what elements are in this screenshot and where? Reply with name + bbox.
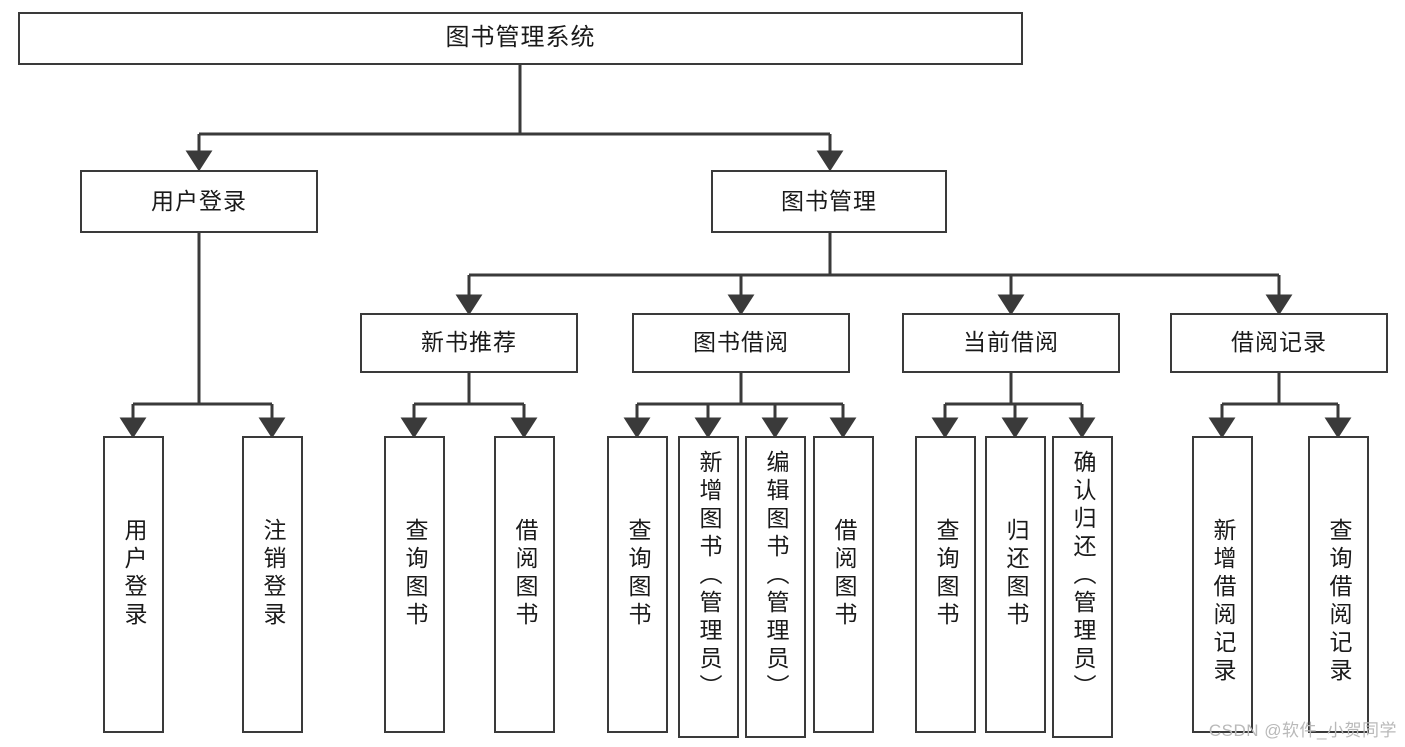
leaf-new-book-borrow-book[interactable]: 借阅图书 (494, 436, 555, 733)
node-label: 借阅记录 (1231, 329, 1327, 356)
leaf-current-borrow-confirm-return-admin[interactable]: 确认归还（管理员） (1052, 436, 1113, 738)
node-label: 借阅图书 (831, 518, 857, 630)
node-label: 用户登录 (151, 187, 247, 214)
node-user-login[interactable]: 用户登录 (80, 170, 318, 233)
node-label: 查询图书 (625, 518, 651, 630)
leaf-book-borrow-add-book-admin[interactable]: 新增图书（管理员） (678, 436, 739, 738)
leaf-book-borrow-edit-book-admin[interactable]: 编辑图书（管理员） (745, 436, 806, 738)
node-label: 编辑图书（管理员） (763, 450, 789, 702)
node-label: 图书管理 (781, 187, 877, 214)
node-label: 新增图书（管理员） (696, 450, 722, 702)
node-label: 用户登录 (121, 518, 147, 630)
watermark: CSDN @软件_小贺同学 (1208, 721, 1397, 740)
node-label: 当前借阅 (963, 329, 1059, 356)
node-label: 新书推荐 (421, 329, 517, 356)
leaf-book-borrow-query-book[interactable]: 查询图书 (607, 436, 668, 733)
leaf-book-borrow-borrow-book[interactable]: 借阅图书 (813, 436, 874, 733)
node-book-borrow[interactable]: 图书借阅 (632, 313, 850, 373)
node-label: 归还图书 (1003, 518, 1029, 630)
node-label: 查询借阅记录 (1326, 518, 1352, 686)
node-book-management[interactable]: 图书管理 (711, 170, 947, 233)
node-label: 查询图书 (933, 518, 959, 630)
node-borrow-record[interactable]: 借阅记录 (1170, 313, 1388, 373)
node-label: 借阅图书 (512, 518, 538, 630)
leaf-borrow-record-query-record[interactable]: 查询借阅记录 (1308, 436, 1369, 733)
node-label: 图书借阅 (693, 329, 789, 356)
node-label: 图书管理系统 (445, 24, 596, 52)
leaf-user-login-logout[interactable]: 注销登录 (242, 436, 303, 733)
leaf-borrow-record-add-record[interactable]: 新增借阅记录 (1192, 436, 1253, 733)
leaf-current-borrow-query-book[interactable]: 查询图书 (915, 436, 976, 733)
node-label: 确认归还（管理员） (1070, 450, 1096, 702)
node-current-borrow[interactable]: 当前借阅 (902, 313, 1120, 373)
leaf-user-login-login[interactable]: 用户登录 (103, 436, 164, 733)
node-label: 查询图书 (402, 518, 428, 630)
leaf-new-book-query-book[interactable]: 查询图书 (384, 436, 445, 733)
node-root-system[interactable]: 图书管理系统 (18, 12, 1023, 65)
leaf-current-borrow-return-book[interactable]: 归还图书 (985, 436, 1046, 733)
node-new-book-recommend[interactable]: 新书推荐 (360, 313, 578, 373)
node-label: 新增借阅记录 (1210, 518, 1236, 686)
node-label: 注销登录 (260, 518, 286, 630)
